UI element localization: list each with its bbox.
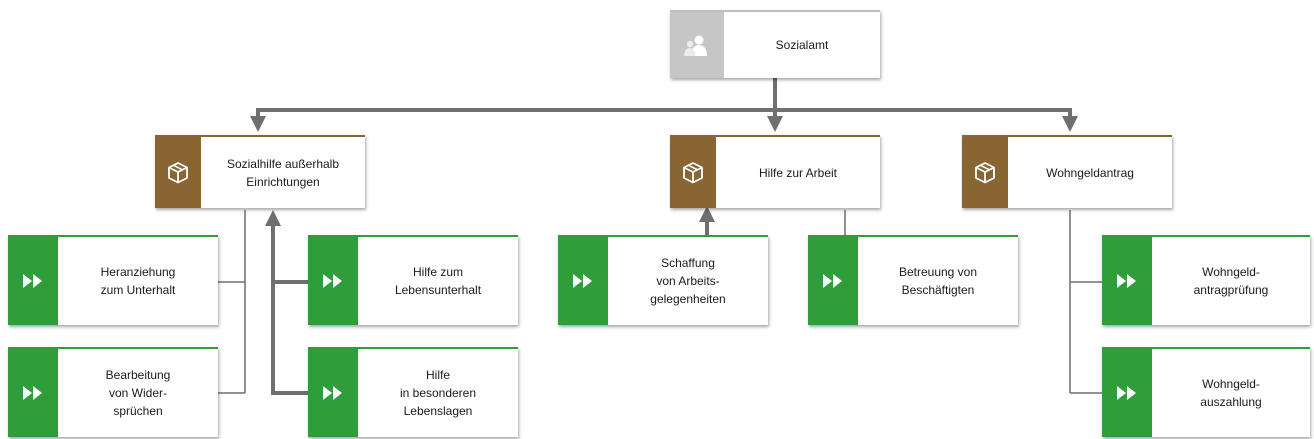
- fast-forward-icon: [1102, 349, 1152, 437]
- node-label: Wohngeldantrag: [1046, 165, 1134, 180]
- fast-forward-icon: [8, 237, 58, 325]
- fast-forward-icon: [8, 349, 58, 437]
- node-bearbeitung-von-widerspruechen[interactable]: Bearbeitung von Wider- sprüchen: [8, 347, 218, 437]
- node-label: Sozialhilfe außerhalb Einrichtungen: [226, 156, 340, 189]
- fast-forward-icon: [308, 349, 358, 437]
- node-sozialhilfe-ausserhalb-einrichtungen[interactable]: Sozialhilfe außerhalb Einrichtungen: [155, 135, 365, 208]
- node-heranziehung-zum-unterhalt[interactable]: Heranziehung zum Unterhalt: [8, 235, 218, 325]
- node-hilfe-zum-lebensunterhalt[interactable]: Hilfe zum Lebensunterhalt: [308, 235, 518, 325]
- node-wohngeld-auszahlung[interactable]: Wohngeld- auszahlung: [1102, 347, 1310, 437]
- node-label: Bearbeitung von Wider- sprüchen: [105, 368, 171, 418]
- node-wohngeld-antragpruefung[interactable]: Wohngeld- antragprüfung: [1102, 235, 1310, 325]
- node-label: Hilfe zur Arbeit: [758, 165, 838, 180]
- node-wohngeldantrag[interactable]: Wohngeldantrag: [962, 135, 1172, 208]
- fast-forward-icon: [1102, 237, 1152, 325]
- package-icon: [155, 137, 201, 208]
- fast-forward-icon: [808, 237, 858, 325]
- node-schaffung-von-arbeitsgelegenheiten[interactable]: Schaffung von Arbeits- gelegenheiten: [558, 235, 768, 325]
- org-unit-icon: [670, 12, 724, 78]
- node-sozialamt[interactable]: Sozialamt: [670, 10, 880, 78]
- node-label: Betreuung von Beschäftigten: [898, 265, 978, 297]
- package-icon: [670, 137, 716, 208]
- node-hilfe-in-besonderen-lebenslagen[interactable]: Hilfe in besonderen Lebenslagen: [308, 347, 518, 437]
- fast-forward-icon: [308, 237, 358, 325]
- node-label: Wohngeld- antragprüfung: [1193, 265, 1269, 297]
- node-label: Heranziehung zum Unterhalt: [100, 265, 176, 297]
- node-label: Hilfe in besonderen Lebenslagen: [399, 368, 477, 418]
- node-label: Hilfe zum Lebensunterhalt: [394, 265, 482, 297]
- node-label: Schaffung von Arbeits- gelegenheiten: [650, 256, 726, 306]
- node-hilfe-zur-arbeit[interactable]: Hilfe zur Arbeit: [670, 135, 880, 208]
- node-betreuung-von-beschaeftigten[interactable]: Betreuung von Beschäftigten: [808, 235, 1018, 325]
- node-label: Wohngeld- auszahlung: [1200, 377, 1262, 409]
- package-icon: [962, 137, 1008, 208]
- node-label: Sozialamt: [775, 38, 829, 52]
- fast-forward-icon: [558, 237, 608, 325]
